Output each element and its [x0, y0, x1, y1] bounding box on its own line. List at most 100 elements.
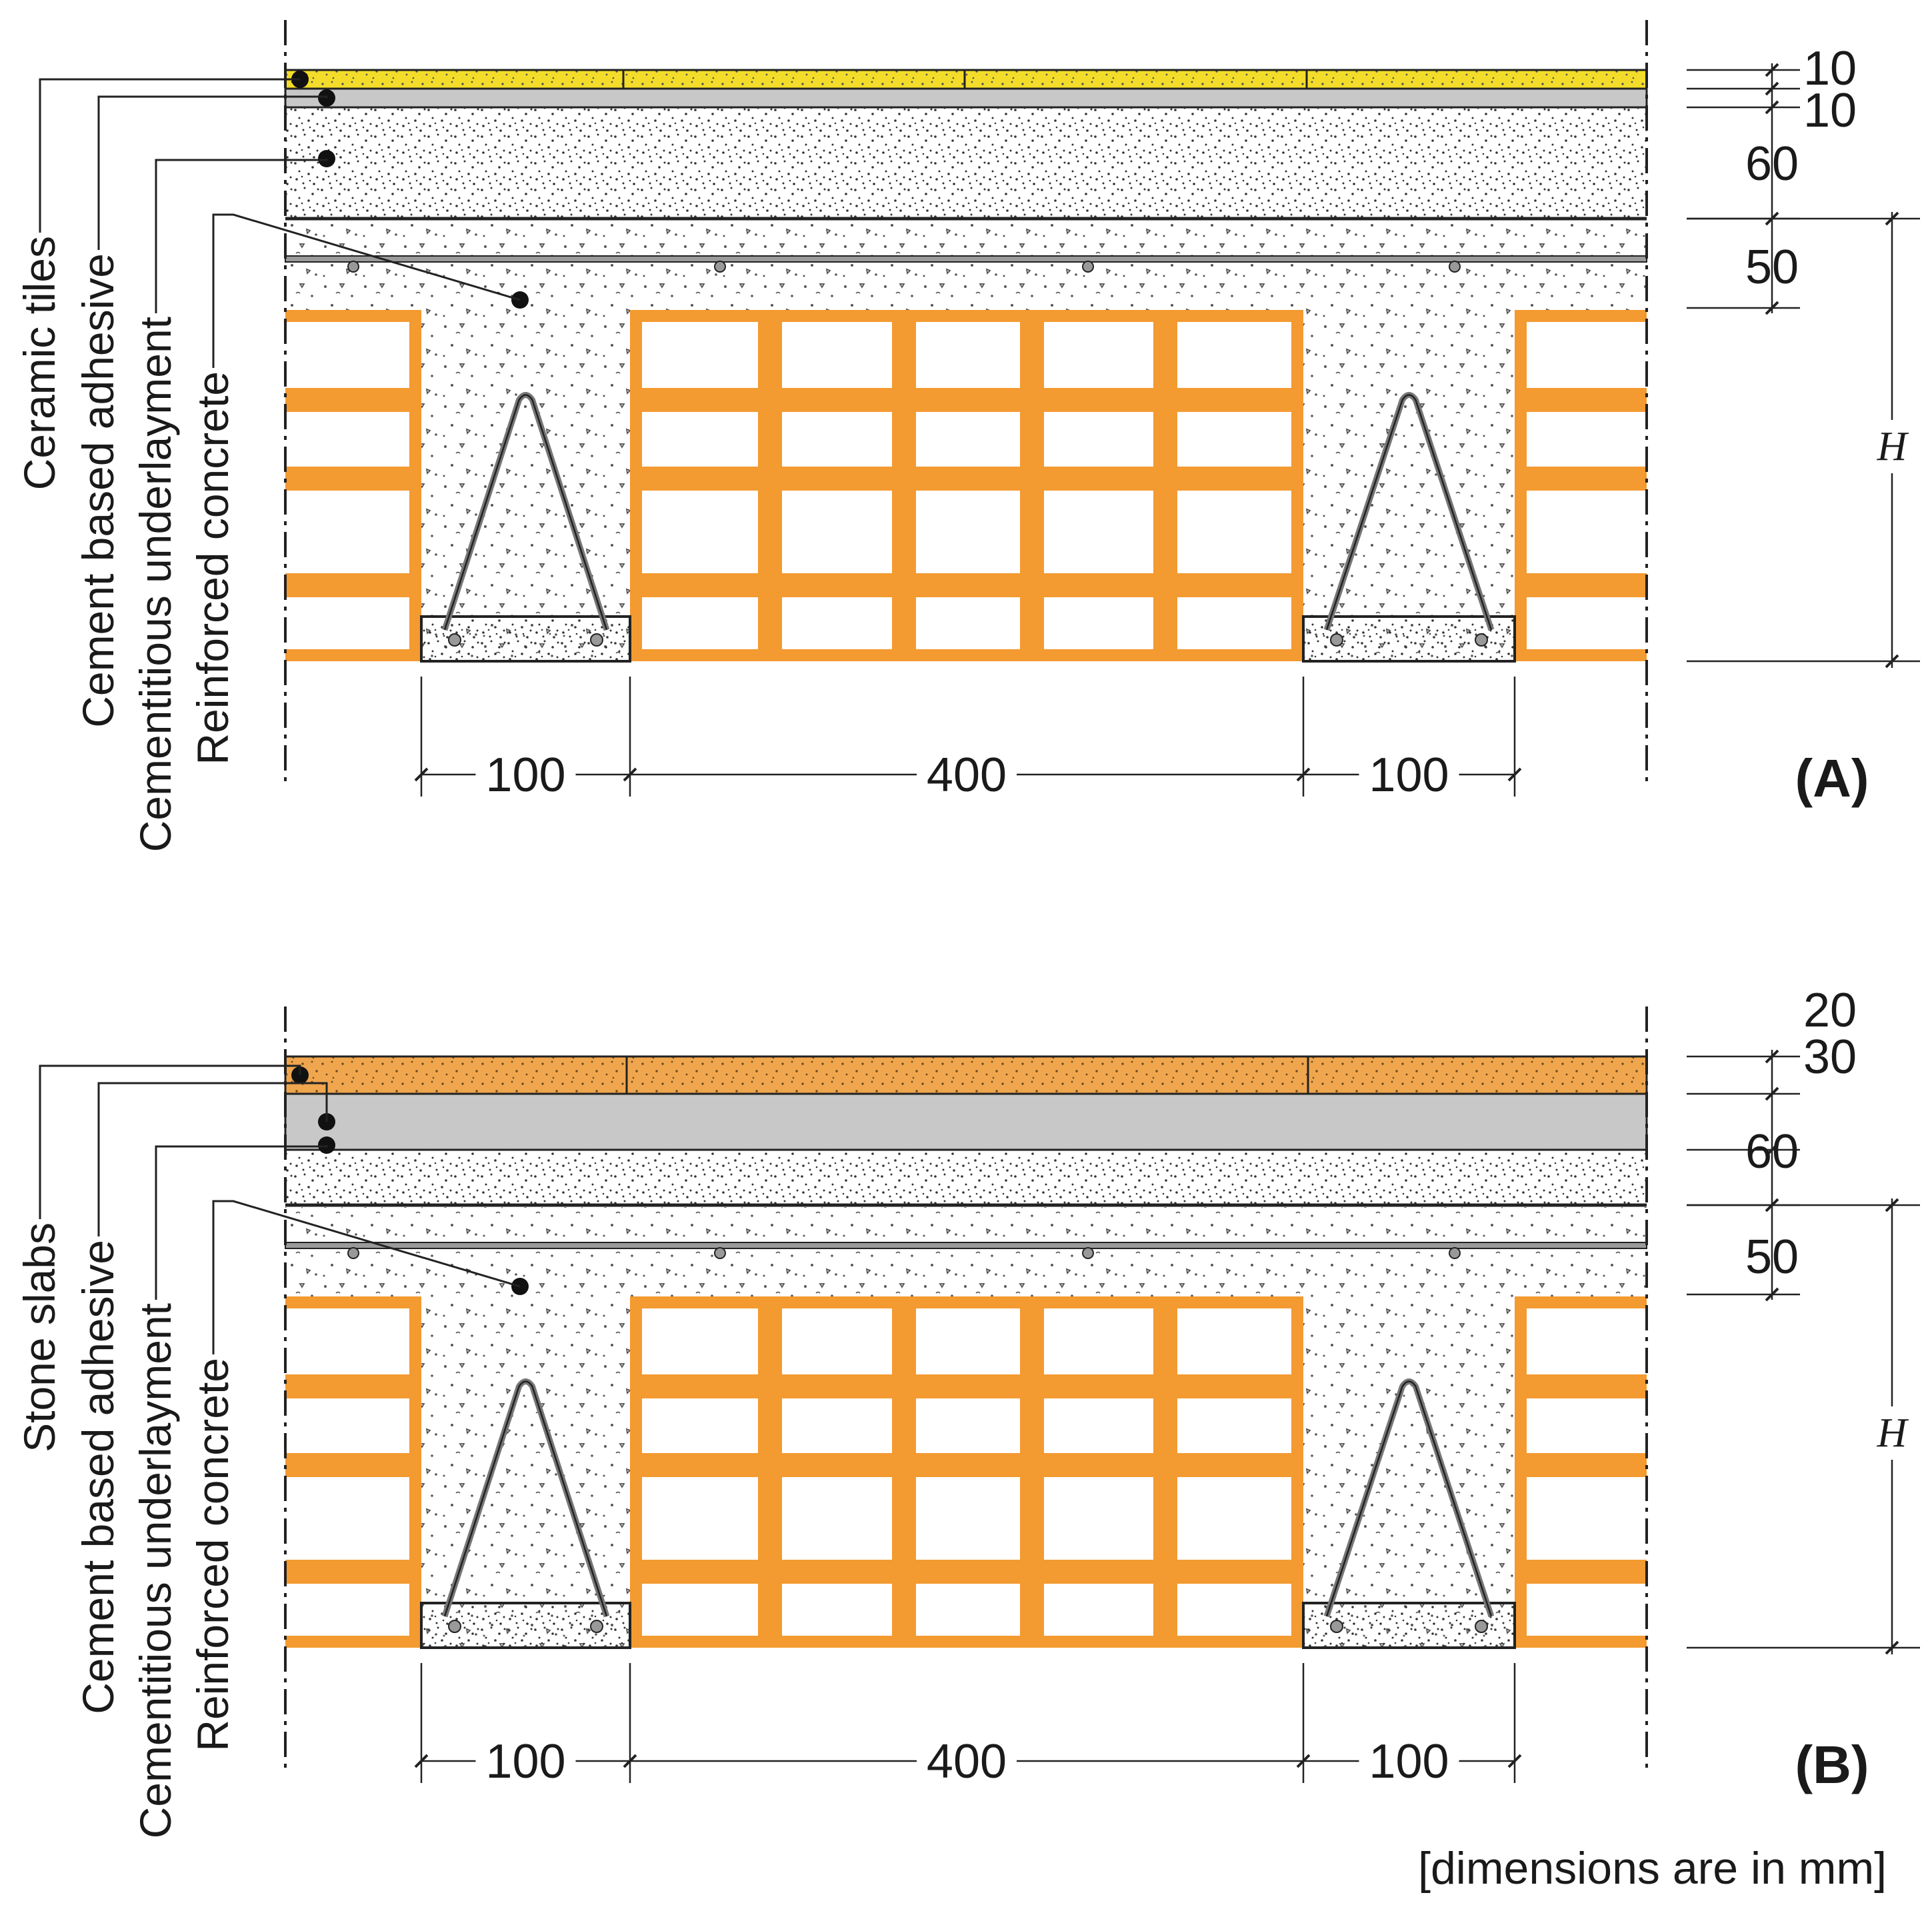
dim-mask	[1359, 748, 1459, 801]
underlayment-layer	[285, 1150, 1647, 1205]
joist	[1302, 392, 1516, 663]
layer-label: Ceramic tiles	[15, 236, 64, 490]
block-cell	[1044, 1477, 1153, 1560]
finish-layer	[284, 69, 1648, 90]
dim-tick	[1885, 654, 1899, 669]
layer-dimension: 50	[1745, 241, 1799, 294]
height-label: H	[1877, 1410, 1909, 1456]
dim-tick	[1765, 63, 1779, 77]
dim-tick	[1507, 1754, 1522, 1768]
block-cell	[1177, 412, 1291, 467]
panel-tag: (B)	[1795, 1735, 1869, 1794]
leader-line	[155, 1145, 328, 1300]
truss-outline	[443, 1380, 608, 1617]
block-cell	[285, 1308, 409, 1374]
dim-tick	[1885, 211, 1899, 226]
clay-block	[1515, 310, 1647, 661]
dim-tick	[623, 767, 637, 782]
block-cell	[916, 1308, 1020, 1374]
adhesive-layer	[284, 87, 1648, 109]
dim-tick	[1765, 301, 1779, 315]
block-cell	[642, 412, 758, 467]
layer-dimension: 10	[1803, 42, 1857, 95]
dim-tick	[1296, 1754, 1311, 1768]
top-rebar	[285, 255, 1647, 263]
height-label: H	[1877, 424, 1909, 469]
clay-block	[285, 310, 421, 661]
block-cell	[782, 412, 892, 467]
span-dimension: 100	[485, 749, 565, 802]
leader-line	[212, 1200, 521, 1354]
truss-outline	[1325, 1380, 1493, 1617]
block-cell	[782, 1308, 892, 1374]
block-cell	[1044, 1398, 1153, 1453]
rebar-dot	[1082, 1247, 1094, 1259]
span-dimension: 400	[927, 749, 1007, 802]
h-mask	[1870, 1406, 1914, 1460]
rebar-dot	[1449, 261, 1461, 273]
rebar-dot	[347, 1247, 359, 1259]
block-cell	[285, 1584, 409, 1636]
block-cell	[1527, 1398, 1647, 1453]
layer-label: Cementitious underlayment	[131, 1303, 180, 1838]
rebar-dot	[347, 261, 359, 273]
layer-dimension: 60	[1745, 1125, 1799, 1178]
layer-label: Stone slabs	[15, 1222, 64, 1452]
panel-tag: (A)	[1795, 749, 1869, 808]
underlayment-layer	[285, 107, 1647, 219]
block-cell	[642, 1584, 758, 1636]
rebar-dot	[1449, 1247, 1461, 1259]
bottom-rebar	[590, 633, 603, 647]
block-cell	[1177, 597, 1291, 649]
truss-outline	[443, 394, 608, 631]
clay-block	[285, 1296, 421, 1648]
bottom-rebar	[1475, 1620, 1488, 1633]
leader-line	[97, 95, 328, 250]
block-cell	[642, 491, 758, 573]
layer-dimension: 30	[1803, 1030, 1857, 1084]
layer-label: Reinforced concrete	[188, 1358, 237, 1752]
dim-tick	[1765, 1086, 1779, 1101]
clay-block	[630, 1296, 1303, 1648]
layer-label: Cement based adhesive	[73, 1240, 123, 1714]
block-cell	[782, 1477, 892, 1560]
block-cell	[1177, 1584, 1291, 1636]
block-cell	[916, 322, 1020, 388]
truss-outline	[1325, 394, 1493, 631]
dim-tick	[1507, 767, 1522, 782]
rebar-dot	[714, 1247, 726, 1259]
block-cell	[1527, 322, 1647, 388]
block-cell	[1044, 597, 1153, 649]
dim-tick	[1296, 767, 1311, 782]
layer-dimension: 20	[1803, 984, 1857, 1037]
dim-tick	[1765, 1142, 1779, 1157]
span-dimension: 100	[485, 1735, 565, 1788]
finish-layer	[284, 1055, 1648, 1095]
bottom-rebar	[1330, 633, 1343, 647]
dim-tick	[1765, 1049, 1779, 1064]
span-dimension: 400	[927, 1735, 1007, 1788]
layer-label: Cementitious underlayment	[131, 317, 180, 852]
block-cell	[1044, 1584, 1153, 1636]
block-cell	[916, 1477, 1020, 1560]
block-cell	[1527, 412, 1647, 467]
block-cell	[285, 597, 409, 649]
layer-dimension: 50	[1745, 1230, 1799, 1284]
block-cell	[642, 1477, 758, 1560]
dim-mask	[917, 1734, 1017, 1788]
block-cell	[916, 597, 1020, 649]
dim-tick	[414, 1754, 429, 1768]
block-cell	[642, 597, 758, 649]
layer-dimension: 60	[1745, 137, 1799, 191]
block-cell	[1044, 322, 1153, 388]
block-cell	[1527, 1584, 1647, 1636]
adhesive-layer	[284, 1092, 1648, 1151]
bottom-rebar	[1475, 633, 1488, 647]
block-cell	[782, 491, 892, 573]
dim-tick	[1765, 81, 1779, 96]
top-rebar	[285, 1242, 1647, 1249]
block-cell	[1177, 1398, 1291, 1453]
span-dimension: 100	[1369, 749, 1449, 802]
